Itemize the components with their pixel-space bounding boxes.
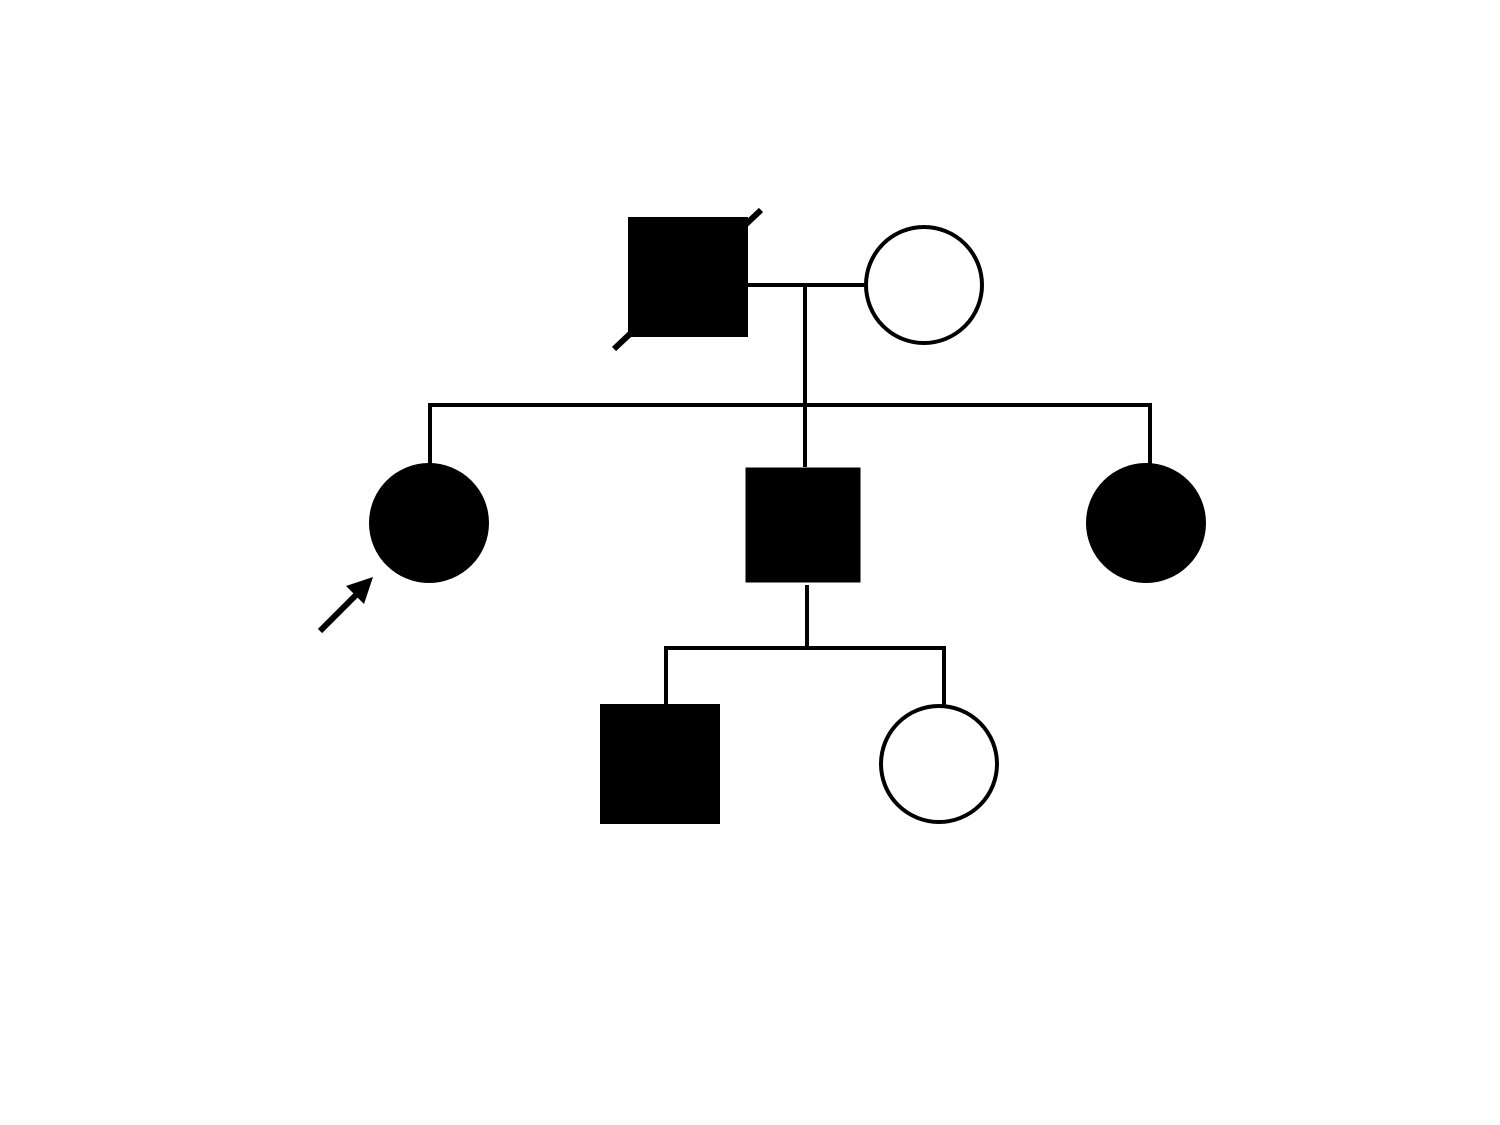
female-circle-gen2-3-affected	[1086, 463, 1206, 583]
pedigree-individuals	[369, 217, 1206, 824]
pedigree-lines	[428, 283, 1152, 708]
female-circle-gen1-2-unaffected	[864, 225, 984, 345]
female-circle-gen2-1-affected-proband	[369, 463, 489, 583]
male-square-gen2-2-affected	[745, 467, 861, 583]
male-square-gen3-1-affected	[600, 704, 720, 824]
proband-arrow-icon	[317, 577, 373, 634]
deceased-slash	[611, 207, 764, 352]
female-circle-gen3-2-unaffected	[879, 704, 999, 824]
